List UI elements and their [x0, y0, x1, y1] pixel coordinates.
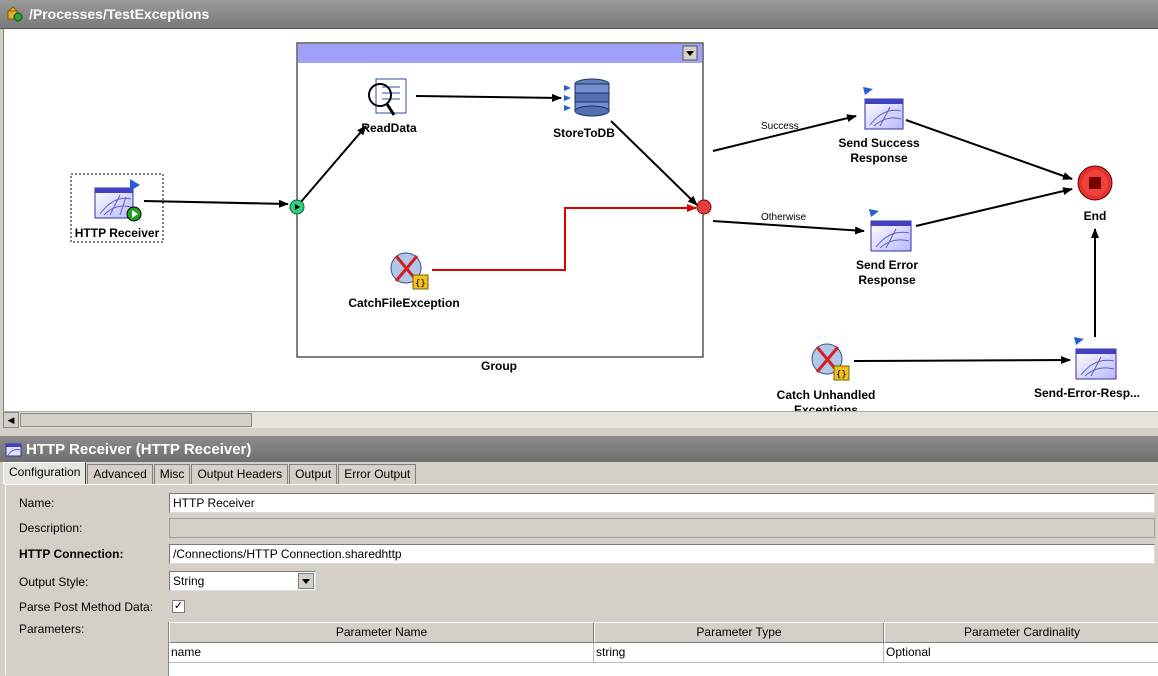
panel-title-text: HTTP Receiver (HTTP Receiver) — [26, 440, 252, 458]
store-to-db-icon[interactable] — [564, 78, 610, 117]
edge-label-otherwise: Otherwise — [761, 212, 807, 223]
edge-success — [712, 114, 857, 152]
edge-store-to-merge — [610, 120, 698, 206]
read-data-icon[interactable] — [368, 78, 407, 116]
edge-catch-to-merge — [432, 204, 697, 271]
group-merge-dot[interactable] — [696, 199, 712, 215]
send-error-icon[interactable] — [869, 209, 912, 252]
catch-unhandled-icon[interactable]: {} — [811, 343, 850, 381]
edge-error-to-end — [915, 187, 1073, 227]
tab-error-output[interactable]: Error Output — [338, 464, 417, 484]
edge-start-to-readdata — [299, 125, 367, 204]
tab-output[interactable]: Output — [289, 464, 338, 484]
canvas-horizontal-scrollbar[interactable]: ◀ — [3, 411, 1158, 428]
group-header — [298, 44, 702, 63]
panel-splitter[interactable] — [0, 428, 1158, 436]
catch-file-exception-label: CatchFileException — [348, 296, 460, 310]
output-style-select[interactable]: String — [169, 571, 316, 591]
tab-output-headers[interactable]: Output Headers — [191, 464, 289, 484]
send-success-label-2: Response — [850, 151, 908, 165]
table-cell-name[interactable]: name — [169, 643, 594, 663]
end-icon[interactable] — [1077, 165, 1113, 201]
column-header-parameter-type[interactable]: Parameter Type — [594, 622, 884, 643]
edge-label-success: Success — [761, 121, 799, 132]
end-label: End — [1083, 209, 1107, 223]
property-tabs: Configuration Advanced Misc Output Heade… — [3, 462, 417, 484]
svg-text:{}: {} — [415, 279, 426, 289]
column-header-parameter-name[interactable]: Parameter Name — [169, 622, 594, 643]
process-diagram: {} {} — [70, 42, 1117, 381]
parse-post-checkbox[interactable]: ✓ — [172, 600, 185, 613]
description-input[interactable] — [169, 518, 1155, 538]
dropdown-arrow-button[interactable] — [298, 573, 314, 589]
output-style-value: String — [173, 574, 205, 588]
name-input[interactable]: HTTP Receiver — [169, 493, 1155, 513]
store-to-db-label: StoreToDB — [553, 126, 615, 140]
scroll-left-icon[interactable]: ◀ — [3, 412, 19, 428]
group-label: Group — [481, 359, 517, 373]
read-data-label: ReadData — [361, 121, 417, 135]
tab-misc[interactable]: Misc — [153, 464, 191, 484]
parse-post-label: Parse Post Method Data: — [19, 600, 154, 614]
tab-advanced[interactable]: Advanced — [87, 464, 153, 484]
chevron-down-icon — [302, 579, 310, 584]
send-success-label-1: Send Success — [838, 136, 920, 150]
process-icon — [7, 6, 23, 22]
edge-success-to-end — [905, 119, 1073, 180]
output-style-label: Output Style: — [19, 575, 89, 589]
http-connection-input[interactable]: /Connections/HTTP Connection.sharedhttp — [169, 544, 1155, 564]
catch-file-exception-icon[interactable]: {} — [390, 252, 429, 290]
http-receiver-label: HTTP Receiver — [74, 226, 160, 240]
parameters-table: Parameter Name Parameter Type Parameter … — [168, 622, 1158, 676]
scrollbar-thumb[interactable] — [20, 413, 252, 427]
http-receiver-icon[interactable] — [94, 179, 142, 222]
table-cell-cardinality[interactable]: Optional — [884, 643, 1158, 663]
svg-text:{}: {} — [836, 370, 847, 380]
send-error-resp-label: Send-Error-Resp... — [1034, 386, 1141, 400]
process-canvas[interactable]: {} {} — [3, 29, 1158, 428]
edge-readdata-to-store — [415, 93, 562, 102]
edge-receiver-to-start — [143, 199, 289, 208]
catch-unhandled-label-1: Catch Unhandled — [776, 388, 876, 402]
process-path: /Processes/TestExceptions — [29, 6, 210, 22]
http-receiver-small-icon — [5, 443, 22, 456]
http-receiver-selection — [70, 173, 164, 243]
send-error-label-1: Send Error — [855, 258, 918, 272]
column-header-parameter-cardinality[interactable]: Parameter Cardinality — [884, 622, 1158, 643]
edge-otherwise — [712, 220, 865, 235]
http-connection-label: HTTP Connection: — [19, 547, 124, 561]
send-error-label-2: Response — [858, 273, 916, 287]
name-label: Name: — [19, 496, 55, 510]
send-success-icon[interactable] — [863, 87, 904, 130]
chevron-down-icon — [686, 51, 694, 56]
send-error-resp-icon[interactable] — [1074, 337, 1117, 380]
properties-panel-title: HTTP Receiver (HTTP Receiver) — [0, 436, 1158, 462]
edge-unhandled-to-senderror — [853, 356, 1071, 365]
tab-configuration[interactable]: Configuration — [3, 462, 87, 484]
process-titlebar: /Processes/TestExceptions — [0, 0, 1158, 29]
configuration-form: Name: HTTP Receiver Description: HTTP Co… — [5, 484, 1158, 676]
table-cell-type[interactable]: string — [594, 643, 884, 663]
parameters-label: Parameters: — [19, 622, 85, 636]
description-label: Description: — [19, 521, 83, 535]
